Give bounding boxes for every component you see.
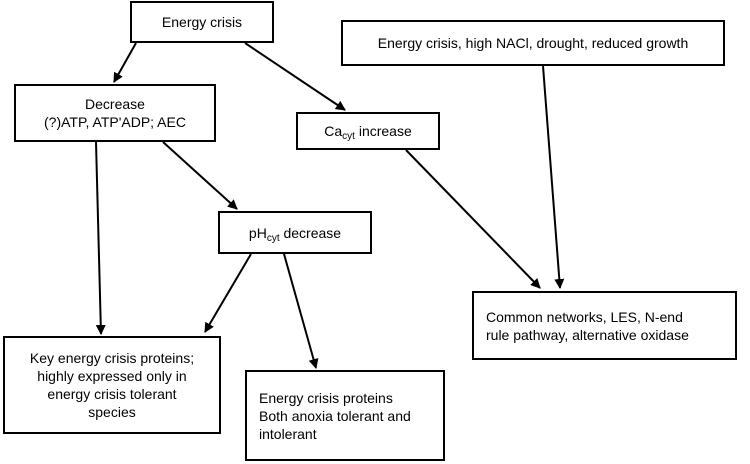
node-common-networks-line-1: Common networks, LES, N-end	[486, 308, 683, 325]
node-energy-crisis: Energy crisis	[130, 1, 274, 43]
edge-energy-crisis-to-ca-increase	[244, 42, 346, 111]
node-ph-decrease-subscript: cyt	[266, 232, 280, 244]
node-stress-conditions: Energy crisis, high NACl, drought, reduc…	[341, 20, 725, 66]
node-key-proteins-line-1: Key energy crisis proteins;	[29, 350, 195, 366]
node-key-proteins-line-3: energy crisis tolerant	[47, 386, 177, 402]
node-decrease-line-2: (?)ATP, ATP'ADP; AEC	[44, 114, 186, 130]
edge-energy-crisis-to-decrease	[113, 42, 137, 83]
node-stress-conditions-text: Energy crisis, high NACl, drought, reduc…	[377, 35, 689, 51]
node-ca-increase: Cacyt increase	[296, 112, 440, 150]
edge-decrease-to-key-proteins	[95, 141, 106, 335]
node-ca-increase-prefix: Ca	[324, 123, 343, 139]
node-decrease-line-1: Decrease	[85, 96, 145, 112]
edge-ph-decrease-to-key-proteins	[204, 253, 252, 333]
edge-decrease-to-ph-decrease	[162, 141, 238, 210]
node-ph-decrease-suffix: decrease	[279, 224, 342, 241]
node-key-proteins: Key energy crisis proteins; highly expre…	[3, 336, 221, 434]
node-ec-proteins-line-1: Energy crisis proteins	[259, 389, 393, 406]
node-ca-increase-suffix: increase	[354, 123, 412, 139]
node-energy-crisis-text: Energy crisis	[161, 14, 243, 30]
node-ca-increase-subscript: cyt	[342, 131, 355, 142]
node-common-networks-line-2: rule pathway, alternative oxidase	[486, 326, 689, 343]
edge-stress-to-common-networks	[542, 65, 565, 289]
node-ph-decrease-text: pHcyt decrease	[248, 224, 342, 244]
edge-ph-decrease-to-ec-proteins	[283, 253, 319, 369]
node-ec-proteins-line-2: Both anoxia tolerant and	[259, 407, 411, 424]
node-common-networks: Common networks, LES, N-end rule pathway…	[472, 291, 737, 360]
node-key-proteins-line-4: species	[88, 404, 136, 420]
node-ca-increase-text: Cacyt increase	[324, 122, 412, 142]
node-ph-decrease: pHcyt decrease	[218, 211, 372, 254]
node-decrease: Decrease (?)ATP, ATP'ADP; AEC	[14, 84, 216, 142]
node-ph-decrease-prefix: pH	[248, 224, 267, 241]
edge-ca-increase-to-common-networks	[405, 149, 541, 289]
node-ec-proteins: Energy crisis proteins Both anoxia toler…	[245, 370, 445, 461]
node-key-proteins-line-2: highly expressed only in	[37, 368, 187, 384]
node-ec-proteins-line-3: intolerant	[259, 425, 317, 442]
